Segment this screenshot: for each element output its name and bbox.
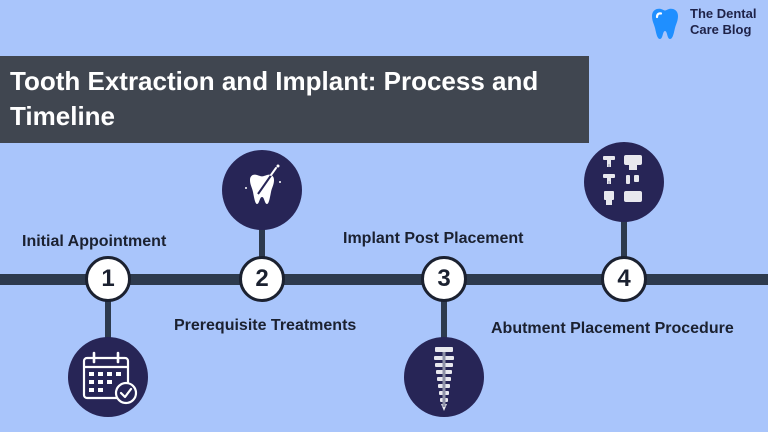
step-2-label: Prerequisite Treatments [174, 317, 357, 334]
step-4-label: Abutment Placement Procedure [491, 320, 734, 337]
step-2-connector [259, 226, 265, 262]
step-1-connector [105, 300, 111, 342]
step-2-number: 2 [239, 256, 285, 302]
brand-name-line2: Care Blog [690, 22, 752, 37]
step-1-icon-circle [68, 337, 148, 417]
step-3-connector [441, 300, 447, 342]
step-2-icon-circle [222, 150, 302, 230]
step-4-number: 4 [601, 256, 647, 302]
timeline-line [0, 274, 768, 285]
step-3-label: Implant Post Placement [343, 230, 524, 247]
brand-name: The Dental Care Blog [690, 6, 768, 38]
step-1-number: 1 [85, 256, 131, 302]
step-1-label: Initial Appointment [22, 233, 167, 250]
implant-screw-icon [434, 347, 454, 411]
title-banner: Tooth Extraction and Implant: Process an… [0, 56, 589, 143]
step-3-number: 3 [421, 256, 467, 302]
step-3-icon-circle [404, 337, 484, 417]
page-title: Tooth Extraction and Implant: Process an… [10, 66, 539, 131]
calendar-check-icon [82, 351, 138, 405]
tooth-logo-icon [652, 8, 678, 39]
brand-logo: The Dental Care Blog [648, 5, 766, 43]
step-4-icon-circle [584, 142, 664, 222]
step-4-connector [621, 220, 627, 262]
tooth-treatment-icon [245, 164, 281, 204]
abutment-components-icon [603, 155, 642, 205]
brand-name-line1: The Dental [690, 6, 757, 21]
